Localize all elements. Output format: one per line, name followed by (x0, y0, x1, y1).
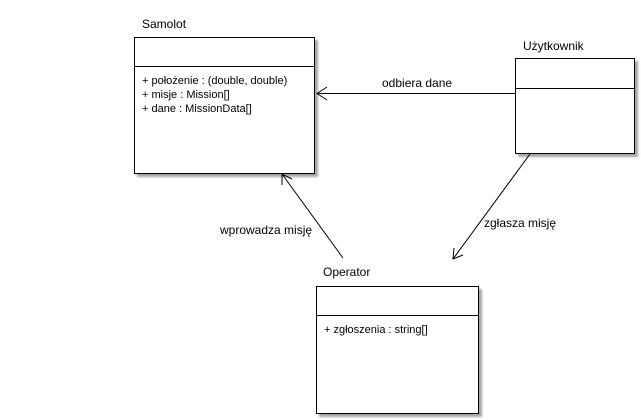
class-separator (135, 66, 314, 67)
attribute-item: + misje : Mission[] (142, 89, 230, 101)
class-separator (317, 315, 478, 316)
label-wprowadza-misje: wprowadza misję (220, 223, 313, 237)
class-box-operator[interactable]: + zgłoszenia : string[] (316, 286, 479, 414)
arrowhead-operator (452, 247, 464, 260)
class-separator (516, 88, 634, 89)
attribute-item: + położenie : (double, double) (142, 75, 288, 87)
label-odbiera-dane: odbiera dane (382, 76, 453, 90)
arrowhead-samolot-bottom (281, 173, 293, 185)
attribute-item: + dane : MissionData[] (142, 103, 252, 115)
attribute-list-operator: + zgłoszenia : string[] (324, 323, 474, 337)
class-box-samolot[interactable]: + położenie : (double, double) + misje :… (134, 37, 315, 174)
class-name-uzytkownik: Użytkownik (523, 39, 584, 53)
attribute-item: + zgłoszenia : string[] (324, 324, 428, 336)
edge-operator-samolot (281, 173, 344, 259)
label-zglasza-misje: zgłasza misję (484, 216, 557, 230)
class-box-uzytkownik[interactable] (515, 58, 635, 154)
class-name-operator: Operator (323, 265, 371, 279)
edge-uzytkownik-operator (452, 153, 531, 260)
attribute-list-samolot: + położenie : (double, double) + misje :… (142, 74, 310, 116)
class-name-samolot: Samolot (142, 17, 187, 31)
arrowhead-samolot-right (316, 86, 328, 101)
